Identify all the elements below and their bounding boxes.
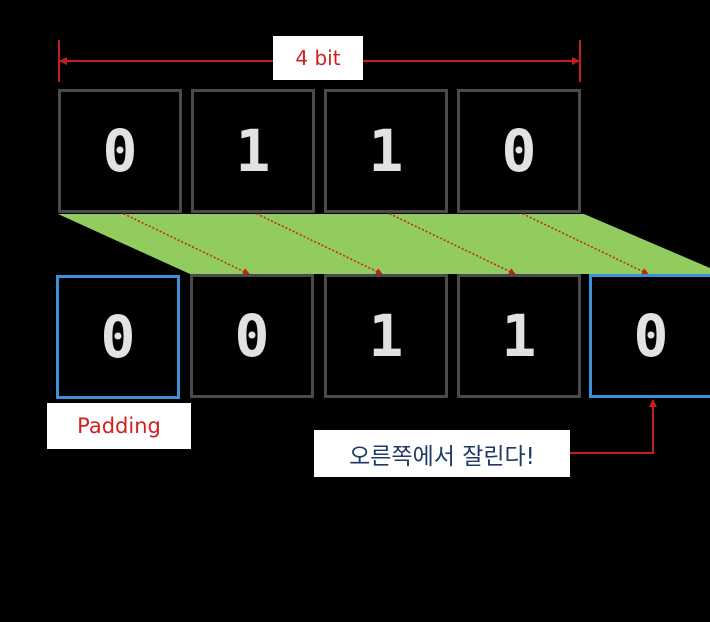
- shifted-bit-cell: 0: [190, 274, 314, 398]
- truncation-label: 오른쪽에서 잘린다!: [314, 430, 570, 477]
- cut-connector: [570, 399, 657, 454]
- shifted-bit-cell: 1: [324, 274, 448, 398]
- top-bit-cell: 0: [58, 89, 182, 213]
- shifted-bit-cell: 1: [457, 274, 581, 398]
- shift-band: [58, 214, 710, 274]
- top-bit-cell: 1: [324, 89, 448, 213]
- padding-bit-cell: 0: [56, 275, 180, 399]
- top-bit-cell: 1: [191, 89, 315, 213]
- padding-label: Padding: [47, 403, 191, 449]
- top-bit-cell: 0: [457, 89, 581, 213]
- bit-width-label: 4 bit: [273, 36, 363, 80]
- truncated-bit-cell: 0: [589, 274, 710, 398]
